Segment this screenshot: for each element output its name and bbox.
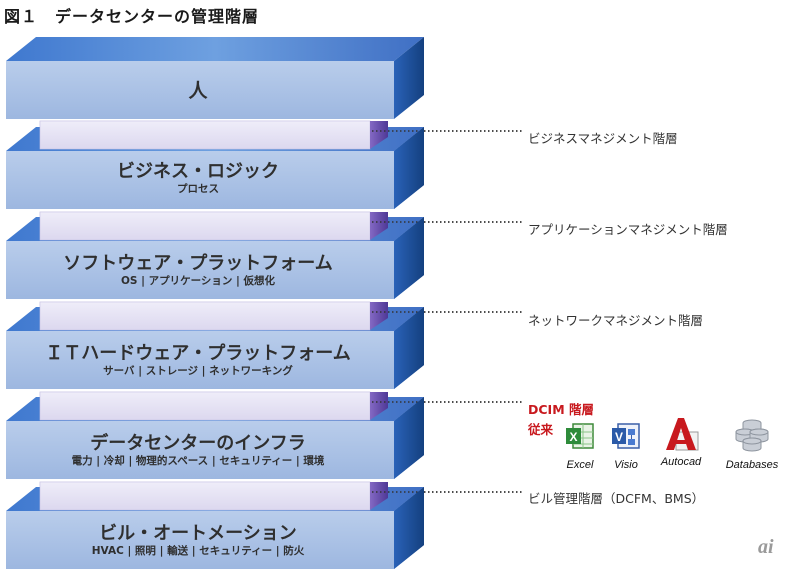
connector-side [370, 392, 388, 420]
connector-side [370, 482, 388, 510]
layer-title: ビジネス・ロジック [117, 161, 279, 182]
block-side-face [394, 397, 424, 479]
mgmt-level-business: ビジネスマネジメント階層 [528, 131, 678, 146]
layer-title: 人 [188, 80, 208, 102]
block-front-face [6, 241, 394, 299]
layer-dc-infrastructure: データセンターのインフラ 電力 | 冷却 | 物理的スペース | セキュリティー… [6, 434, 390, 468]
layer-title: ビル・オートメーション [99, 523, 297, 544]
mgmt-level-application: アプリケーションマネジメント階層 [528, 222, 728, 237]
connector-slab [39, 211, 371, 241]
block-side-face [394, 127, 424, 209]
layer-title: ソフトウェア・プラットフォーム [63, 253, 333, 274]
layer-it-hardware: ＩＴハードウェア・プラットフォーム サーバ | ストレージ | ネットワーキング [6, 344, 390, 378]
connector-slab [39, 120, 371, 150]
block-side-face [394, 487, 424, 569]
block-front-face [6, 331, 394, 389]
block-side-face [394, 37, 424, 119]
layer-business-logic: ビジネス・ロジック プロセス [6, 162, 390, 196]
svg-text:V: V [615, 430, 623, 444]
block-front-face [6, 151, 394, 209]
block-side-face [394, 307, 424, 389]
layer-title: データセンターのインフラ [90, 433, 306, 454]
layer-subtitle: 電力 | 冷却 | 物理的スペース | セキュリティー | 環境 [71, 455, 325, 467]
excel-icon: X [566, 423, 594, 449]
tool-excel: X Excel [550, 420, 610, 471]
block-front-face [6, 511, 394, 569]
block-side-face [394, 217, 424, 299]
dcim-conventional-label: 従来 [528, 422, 554, 437]
connector-side [370, 302, 388, 330]
layer-subtitle: OS | アプリケーション | 仮想化 [120, 275, 276, 287]
layer-people: 人 [6, 76, 390, 103]
block-top-face [6, 37, 424, 61]
figure-title: 図１ データセンターの管理階層 [4, 7, 260, 26]
visio-icon: V [612, 423, 640, 449]
connector-slab [39, 301, 371, 331]
tool-autocad: Autocad [651, 414, 711, 468]
tool-label: Databases [725, 459, 779, 471]
mgmt-level-building: ビル管理階層（DCFM、BMS） [528, 491, 705, 506]
tool-label: Autocad [660, 456, 702, 468]
tool-label: Visio [614, 459, 638, 471]
connector-slab [39, 481, 371, 511]
block-front-face [6, 421, 394, 479]
mgmt-level-dcim: DCIM 階層 [528, 402, 594, 417]
layer-building-automation: ビル・オートメーション HVAC | 照明 | 輸送 | セキュリティー | 防… [6, 524, 390, 558]
connector-side [370, 212, 388, 240]
tool-visio: V Visio [596, 420, 656, 471]
connector-side [370, 121, 388, 149]
ai-logo: ai [758, 536, 774, 558]
database-icon [735, 419, 769, 452]
tool-databases: Databases [722, 418, 782, 471]
layer-software-platform: ソフトウェア・プラットフォーム OS | アプリケーション | 仮想化 [6, 254, 390, 288]
layer-title: ＩＴハードウェア・プラットフォーム [45, 343, 351, 364]
connector-slab [39, 391, 371, 421]
layer-subtitle: プロセス [177, 183, 219, 195]
block-front-face [6, 61, 394, 119]
autocad-icon [666, 418, 699, 451]
layer-subtitle: HVAC | 照明 | 輸送 | セキュリティー | 防火 [91, 545, 305, 557]
svg-text:X: X [569, 430, 577, 444]
mgmt-level-network: ネットワークマネジメント階層 [528, 313, 704, 328]
layer-subtitle: サーバ | ストレージ | ネットワーキング [103, 365, 293, 377]
tool-label: Excel [566, 459, 594, 471]
